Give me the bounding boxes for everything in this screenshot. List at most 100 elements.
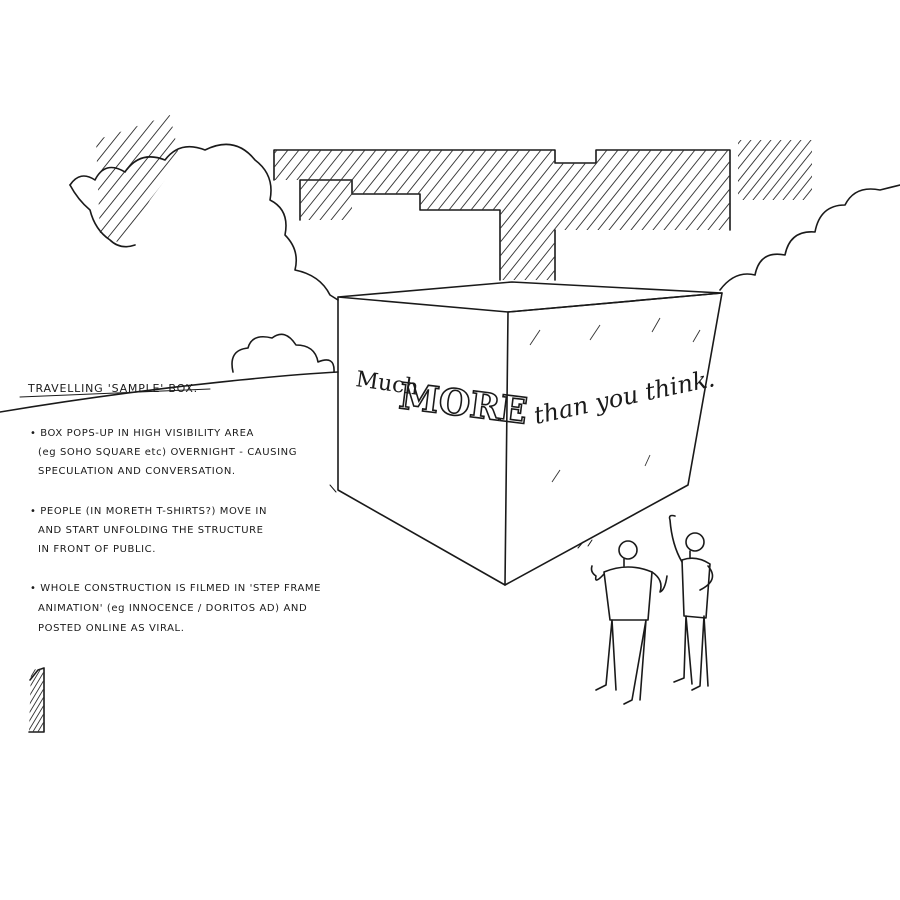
hatch-stroke (432, 150, 546, 280)
hatch-stroke (798, 140, 812, 200)
hatch-stroke (96, 115, 151, 245)
hatch-stroke (748, 140, 806, 200)
shade-stroke (551, 469, 561, 483)
slogan-more: MORE (397, 375, 530, 432)
hatch-stroke (597, 150, 711, 280)
hatch-stroke (542, 150, 656, 280)
hatch-stroke (289, 150, 403, 280)
hatch-stroke (685, 150, 730, 280)
hatch-stroke (274, 150, 282, 280)
hatch-stroke (679, 135, 735, 205)
hatch-stroke (51, 665, 93, 735)
hatch-stroke (718, 150, 730, 280)
shade-stroke (644, 454, 651, 467)
hatch-stroke (29, 668, 44, 732)
hatch-stroke (40, 668, 44, 732)
hatch-stroke (96, 115, 139, 245)
hatch-stroke (274, 150, 293, 280)
hatch-stroke (553, 150, 667, 280)
box-slogan: Much MORE than you think. (354, 364, 717, 433)
note-3-line-2: ANIMATION' (eg INNOCENCE / DORITOS AD) A… (38, 603, 307, 614)
hatch-stroke (29, 668, 44, 732)
hatch-stroke (752, 145, 864, 285)
hatch-stroke (182, 110, 294, 250)
shade-stroke (651, 317, 661, 333)
hatch-stroke (421, 150, 535, 280)
hatch-stroke (738, 140, 746, 200)
hatch-stroke (531, 150, 645, 280)
hatch-stroke (0, 665, 28, 735)
hatch-stroke (344, 150, 458, 280)
hatch-stroke (96, 115, 180, 245)
hatch-stroke (96, 115, 163, 245)
hatch-stroke (619, 150, 730, 280)
hatch-stroke (575, 150, 689, 280)
hatch-stroke (564, 150, 678, 280)
hatch-stroke (158, 145, 270, 285)
hatch-stroke (96, 115, 115, 245)
hatch-stroke (29, 668, 44, 732)
hatch-stroke (738, 140, 756, 200)
hatch-stroke (509, 150, 623, 280)
hatch-stroke (641, 150, 730, 280)
shade-stroke (589, 324, 601, 341)
hatch-stroke (520, 150, 634, 280)
hatch-stroke (355, 150, 469, 280)
hatch-stroke (96, 115, 180, 245)
hatch-stroke (630, 150, 730, 280)
hatch-stroke (652, 150, 730, 280)
note-2-line-1: • PEOPLE (IN MORETH T-SHIRTS?) MOVE IN (30, 506, 267, 517)
hatch-stroke (399, 150, 513, 280)
hatch-stroke (133, 115, 180, 245)
hatch-stroke (121, 115, 180, 245)
hatch-stroke (109, 115, 180, 245)
hatch-stroke (768, 140, 812, 200)
hatch-stroke (707, 150, 730, 280)
hatch-stroke (311, 150, 425, 280)
building-silhouette-icon (0, 110, 875, 285)
hatch-stroke (29, 668, 44, 732)
note-2: • PEOPLE (IN MORETH T-SHIRTS?) MOVE IN A… (30, 506, 267, 555)
sample-box (329, 281, 723, 586)
hatch-stroke (274, 150, 304, 280)
hatch-stroke (738, 140, 796, 200)
hatch-stroke (46, 665, 88, 735)
hatch-stroke (454, 150, 568, 280)
hatch-stroke (274, 150, 337, 280)
hatch-stroke (29, 668, 44, 732)
hatch-stroke (366, 150, 480, 280)
slogan-than-you-think: than you think. (531, 364, 717, 430)
hatch-stroke (35, 668, 44, 732)
person-figure-icon (668, 514, 714, 691)
hatch-stroke (97, 115, 180, 245)
hatch-stroke (96, 115, 103, 245)
note-1-line-3: SPECULATION AND CONVERSATION. (38, 466, 236, 477)
hatch-stroke (300, 150, 414, 280)
hatch-stroke (819, 135, 875, 205)
hatch-stroke (0, 110, 90, 250)
tree-cluster-icon (69, 143, 900, 373)
hatch-stroke (586, 150, 700, 280)
hatch-stroke (696, 150, 730, 280)
hatch-stroke (808, 140, 812, 200)
hatch-stroke (778, 140, 812, 200)
hatch-stroke (29, 668, 44, 732)
hatch-stroke (274, 150, 315, 280)
hatch-stroke (741, 145, 853, 285)
page-number-label: 1 (33, 699, 34, 700)
hatch-stroke (71, 665, 113, 735)
hatch-stroke (29, 668, 39, 732)
hatch-stroke (333, 150, 447, 280)
person-figure-icon (590, 540, 668, 705)
hatch-stroke (788, 140, 812, 200)
hatch-stroke (758, 140, 812, 200)
hatch-stroke (465, 150, 579, 280)
note-1-line-1: • BOX POPS-UP IN HIGH VISIBILITY AREA (30, 428, 254, 439)
notes-block: TRAVELLING 'SAMPLE' BOX. • BOX POPS-UP I… (19, 382, 320, 634)
hatch-stroke (145, 115, 180, 245)
note-3: • WHOLE CONSTRUCTION IS FILMED IN 'STEP … (30, 583, 320, 634)
hatch-stroke (66, 665, 108, 735)
hatch-stroke (194, 110, 306, 250)
hatch-stroke (377, 150, 491, 280)
